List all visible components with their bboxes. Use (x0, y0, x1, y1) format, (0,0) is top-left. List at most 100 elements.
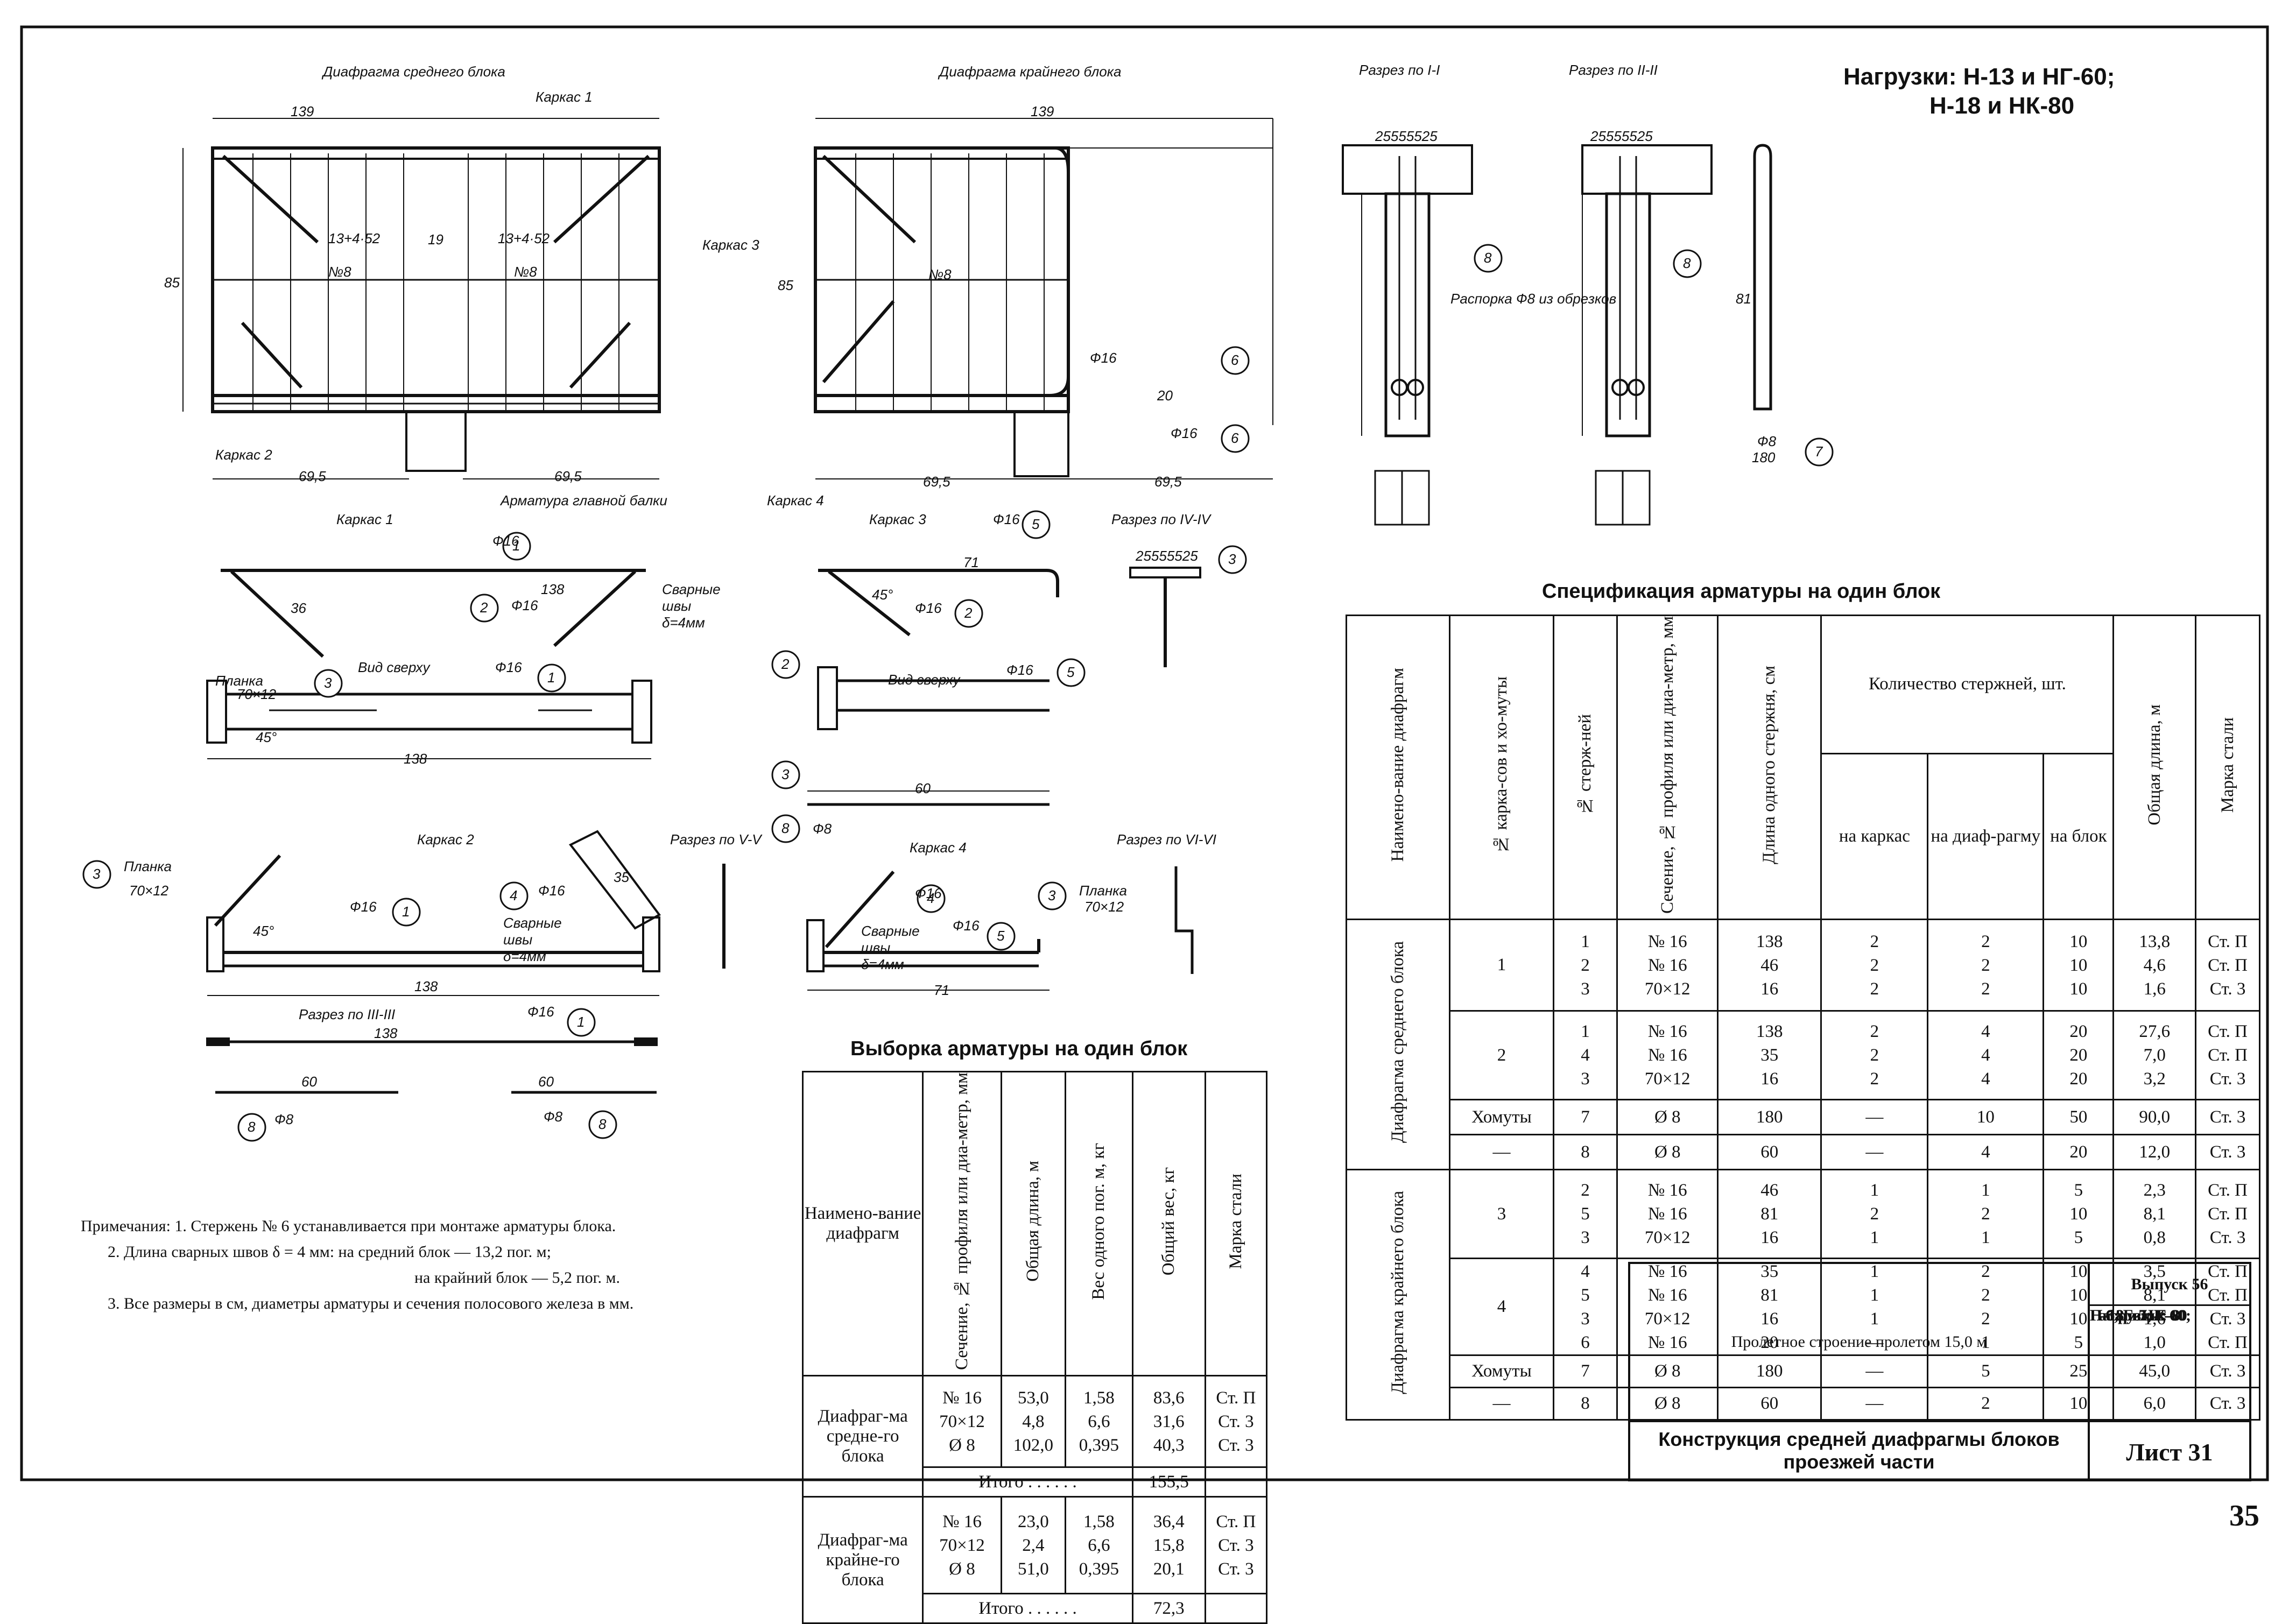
marker-3-top2: 3 (781, 766, 790, 782)
label-karkas-1: Каркас 1 (336, 511, 393, 527)
dim-71-k3: 71 (963, 554, 979, 570)
dim-138-top: 138 (404, 751, 427, 767)
note-3: 3. Все размеры в см, диаметры арматуры и… (108, 1295, 634, 1312)
phi16-2-label: Ф16 (511, 597, 538, 613)
loads-header-line-1: Нагрузки: Н-13 и НГ-60; (1843, 63, 2115, 90)
label-armatura-main-beam: Арматура главной балки (501, 492, 667, 509)
phi16-1b-label: Ф16 (495, 659, 522, 675)
dim-695-1: 69,5 (299, 468, 326, 484)
marker-3-k2: 3 (93, 866, 101, 882)
dim-138-s3: 138 (374, 1025, 398, 1041)
phi8-8-label-mid: Ф8 (813, 821, 832, 837)
section-2-2 (1581, 144, 1713, 526)
label-karkas-4: Каркас 4 (910, 839, 967, 856)
marker-6: 6 (1231, 352, 1239, 368)
spec-group-end: Диафрагма крайнего блока (1345, 1169, 1451, 1421)
dim-71-k4: 71 (934, 982, 949, 998)
label-karkas-3: Каркас 3 (869, 511, 926, 527)
marker-1-s3: 1 (577, 1014, 585, 1030)
phi16-4b-label: Ф16 (915, 885, 942, 901)
label-planka-2: Планка (124, 858, 172, 874)
drawings-canvas (20, 25, 2269, 1481)
label-section-1-1: Разрез по I-I (1359, 62, 1440, 78)
loads-header-line-2: Н-18 и НК-80 (1929, 93, 2075, 119)
marker-3-k4: 3 (1048, 887, 1056, 903)
karkas-4 (806, 871, 1050, 991)
stamp-span: Пролетное строение пролетом 15,0 м (1630, 1264, 2090, 1422)
marker-8-s2: 8 (1683, 255, 1691, 271)
karkas-2 (206, 830, 661, 996)
marker-3-top: 3 (324, 675, 332, 691)
spec-h-karkas: № карка-сов и хо-муты (1449, 614, 1554, 921)
karkas-3 (807, 569, 1059, 792)
dim-2555-s4: 25555525 (1136, 548, 1198, 564)
table-row: — 8 Ø 8 60 — 2 10 6,0 Ст. 3 (1347, 1387, 2260, 1421)
phi16-6-label: Ф16 (1090, 350, 1117, 366)
dim-19: 19 (428, 231, 443, 248)
spec-h-qty: Количество стержней, шт. (1820, 615, 2115, 754)
spec-table-title: Спецификация арматуры на один блок (1542, 580, 1941, 603)
spec-table: Наимено-вание диафрагм № карка-сов и хо-… (1345, 614, 2260, 1421)
dim-36: 36 (291, 600, 306, 616)
phi16-5b-label: Ф16 (1006, 662, 1033, 678)
dim-85-middle: 85 (164, 274, 180, 291)
label-welds-3: Сварные швы δ=4мм (861, 923, 920, 972)
dim-60-mid: 60 (915, 780, 931, 796)
marker-2-k3: 2 (964, 605, 973, 621)
spec-cell: 2 (1449, 1010, 1554, 1101)
dim-60-right: 60 (538, 1074, 554, 1090)
title-block: Пролетное строение пролетом 15,0 м Выпус… (1628, 1262, 2251, 1481)
dim-81-stirrup: 81 (1736, 291, 1751, 307)
dim-180: 180 (1752, 449, 1776, 465)
label-n8-end: №8 (928, 266, 952, 283)
marker-2-top: 2 (781, 656, 790, 672)
stirrup-7 (1753, 144, 1772, 411)
label-n8-left: №8 (328, 264, 351, 280)
label-karkas-3-top: Каркас 3 (702, 237, 759, 253)
label-welds-2: Сварные швы δ=4мм (503, 915, 562, 964)
label-planka-size-3: 70×12 (1084, 899, 1124, 915)
sel-h-steel: Марка стали (1226, 1173, 1245, 1269)
phi16-5-label: Ф16 (993, 511, 1020, 527)
angle-45-k2: 45° (253, 923, 274, 939)
label-diaphragm-end: Диафрагма крайнего блока (939, 63, 1122, 80)
phi16-1-label: Ф16 (492, 533, 519, 549)
diaphragm-end-elevation (814, 118, 1273, 479)
marker-8-mid: 8 (781, 820, 790, 836)
section-1-1 (1342, 144, 1473, 526)
marker-3-s4: 3 (1228, 551, 1236, 567)
phi16-4-label: Ф16 (538, 882, 565, 899)
spec-h-rod: № стерж-ней (1552, 614, 1618, 921)
marker-8-s1: 8 (1484, 250, 1492, 266)
label-karkas-1-top: Каркас 1 (536, 89, 593, 105)
dim-60-left: 60 (301, 1074, 317, 1090)
label-planka-3: Планка (1079, 882, 1128, 899)
marker-1-k1: 1 (512, 538, 520, 554)
table-row: Итого . . . . . . 155,5 (803, 1466, 1268, 1498)
dim-695-4: 69,5 (1154, 474, 1182, 490)
label-planka-1: Планка (215, 673, 264, 689)
sel-h-name: Наимено-вание диафрагм (801, 1070, 924, 1377)
marker-1-k2: 1 (402, 903, 410, 920)
label-section-2-2: Разрез по II-II (1569, 62, 1658, 78)
notes: Примечания: 1. Стержень № 6 устанавливае… (81, 1213, 743, 1317)
phi16-1d-label: Ф16 (527, 1004, 554, 1020)
spec-h-name: Наимено-вание диафрагм (1345, 614, 1451, 921)
label-diaphragm-middle: Диафрагма среднего блока (323, 63, 505, 80)
label-view-top-2: Вид сверху (888, 672, 960, 688)
stamp-sheet: Лист 31 (2090, 1420, 2249, 1481)
label-section-6-6: Разрез по VI-VI (1117, 831, 1217, 848)
label-raspor: Распорка Ф8 из обрезков (1450, 291, 1617, 307)
marker-1-top: 1 (547, 669, 555, 686)
stamp-issue: Выпуск 56 (2090, 1264, 2249, 1306)
section-3-3 (206, 1037, 658, 1046)
angle-45-k3: 45° (872, 587, 893, 603)
spec-h-length: Длина одного стержня, см (1717, 614, 1822, 921)
sel-header-row: Наимено-вание диафрагм Сечение, № профил… (801, 1070, 1268, 1377)
marker-6b: 6 (1231, 430, 1239, 446)
marker-8-right: 8 (598, 1116, 607, 1132)
phi8-8-label-left: Ф8 (274, 1111, 294, 1127)
karkas-1 (206, 569, 652, 759)
